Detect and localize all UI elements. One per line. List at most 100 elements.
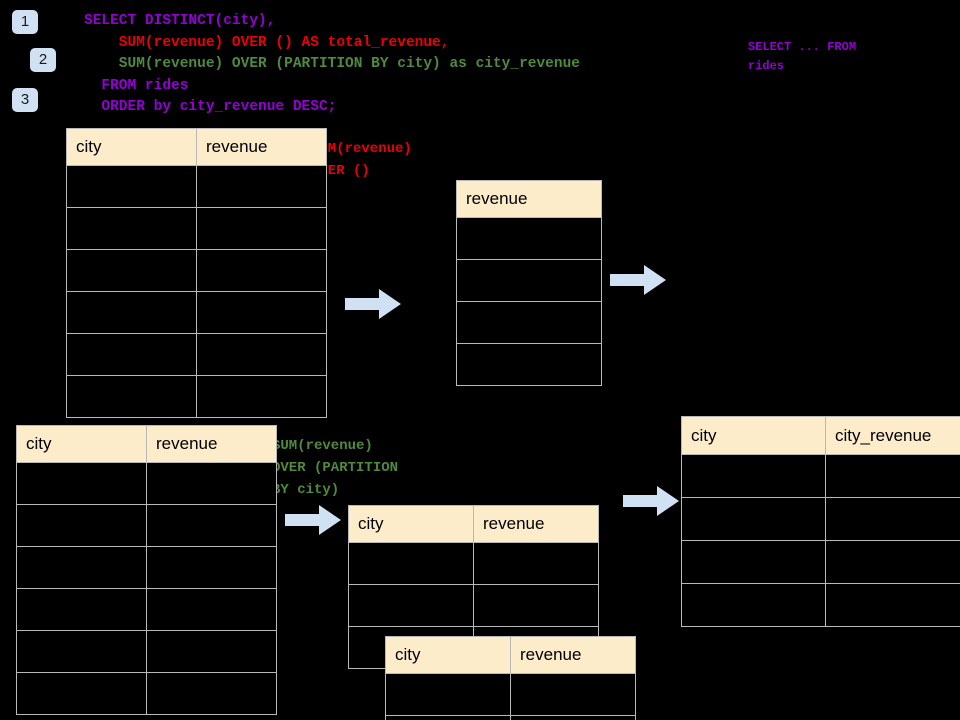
cell-revenue [196,375,327,418]
sql-line-5: ORDER by city_revenue DESC; [84,99,337,115]
table-header-row: revenue [456,180,602,218]
annotation-over-partition: SUM(revenue) OVER (PARTITION BY city) [272,438,399,498]
cell-city-revenue [825,454,960,498]
sql-query-block: SELECT DISTINCT(city), SUM(revenue) OVER… [84,11,580,119]
table-row [66,165,327,208]
table-row [66,375,327,418]
table-row [16,546,277,589]
partition-group-table-a: city revenue [348,505,599,669]
column-header-city-revenue: city_revenue [825,416,960,455]
table-row [66,291,327,334]
cell-city [348,542,474,585]
table-row [456,301,602,344]
column-header-city: city [16,425,147,463]
column-header-revenue: revenue [473,505,599,543]
sql-line-2: SUM(revenue) OVER () AS total_revenue, [84,34,450,51]
cell-revenue [196,207,327,250]
table-header-row: city revenue [66,128,327,166]
cell-city [66,291,197,334]
table-row [385,715,636,720]
cell-revenue [146,630,277,673]
cell-revenue [146,672,277,715]
sql-line-1: SELECT DISTINCT(city), [84,13,276,29]
column-header-revenue: revenue [146,425,277,463]
cell-revenue [146,546,277,589]
rides-source-table-top: city revenue [66,128,327,418]
cell-revenue [196,165,327,208]
arrow-rides-to-total-revenue [345,289,401,319]
table-row [16,630,277,673]
table-row [385,673,636,716]
cell-revenue [456,301,602,344]
cell-revenue [146,462,277,505]
cell-city [66,249,197,292]
select-from-rides-note: SELECT ... FROM rides [748,40,857,73]
cell-revenue [510,715,636,720]
cell-revenue [456,259,602,302]
cell-city [16,630,147,673]
table-row [456,343,602,386]
cell-revenue [456,343,602,386]
table-row [681,497,960,541]
cell-city [16,462,147,505]
table-row [681,540,960,584]
column-header-city: city [385,636,511,674]
arrow-partition-to-result [623,486,679,516]
cell-revenue [146,504,277,547]
step-badge-3: 3 [12,88,38,112]
column-header-revenue: revenue [510,636,636,674]
table-header-row: city city_revenue [681,416,960,455]
cell-city [16,672,147,715]
sql-line-4: FROM rides [84,77,189,94]
table-row [681,583,960,627]
cell-city [681,540,826,584]
cell-city [16,504,147,547]
cell-city [16,546,147,589]
table-row [16,462,277,505]
cell-city [681,583,826,627]
cell-city [66,375,197,418]
cell-city [385,715,511,720]
cell-revenue [510,673,636,716]
cell-city-revenue [825,583,960,627]
cell-revenue [196,249,327,292]
arrow-total-revenue-to-result [610,265,666,295]
table-header-row: city revenue [348,505,599,543]
arrow-rides-to-partition [285,505,341,535]
cell-city [66,333,197,376]
result-table: city city_revenue [681,416,960,627]
column-header-revenue: revenue [196,128,327,166]
cell-city [348,584,474,627]
table-row [681,454,960,498]
column-header-city: city [66,128,197,166]
total-revenue-table: revenue [456,180,602,386]
table-row [66,333,327,376]
table-row [16,588,277,631]
column-header-city: city [681,416,826,455]
cell-city-revenue [825,497,960,541]
sql-line-3: SUM(revenue) OVER (PARTITION BY city) as… [84,56,580,72]
table-row [66,207,327,250]
cell-revenue [196,333,327,376]
table-row [348,542,599,585]
table-row [456,259,602,302]
rides-source-table-bottom: city revenue [16,425,277,715]
cell-revenue [456,217,602,260]
table-header-row: city revenue [16,425,277,463]
cell-city [681,454,826,498]
cell-city [385,673,511,716]
cell-revenue [473,584,599,627]
cell-revenue [196,291,327,334]
cell-revenue [473,542,599,585]
column-header-city: city [348,505,474,543]
table-header-row: city revenue [385,636,636,674]
partition-group-table-b: city revenue [385,636,636,720]
cell-city [66,207,197,250]
cell-city [16,588,147,631]
cell-revenue [146,588,277,631]
table-row [348,584,599,627]
table-row [456,217,602,260]
table-row [16,504,277,547]
table-row [66,249,327,292]
